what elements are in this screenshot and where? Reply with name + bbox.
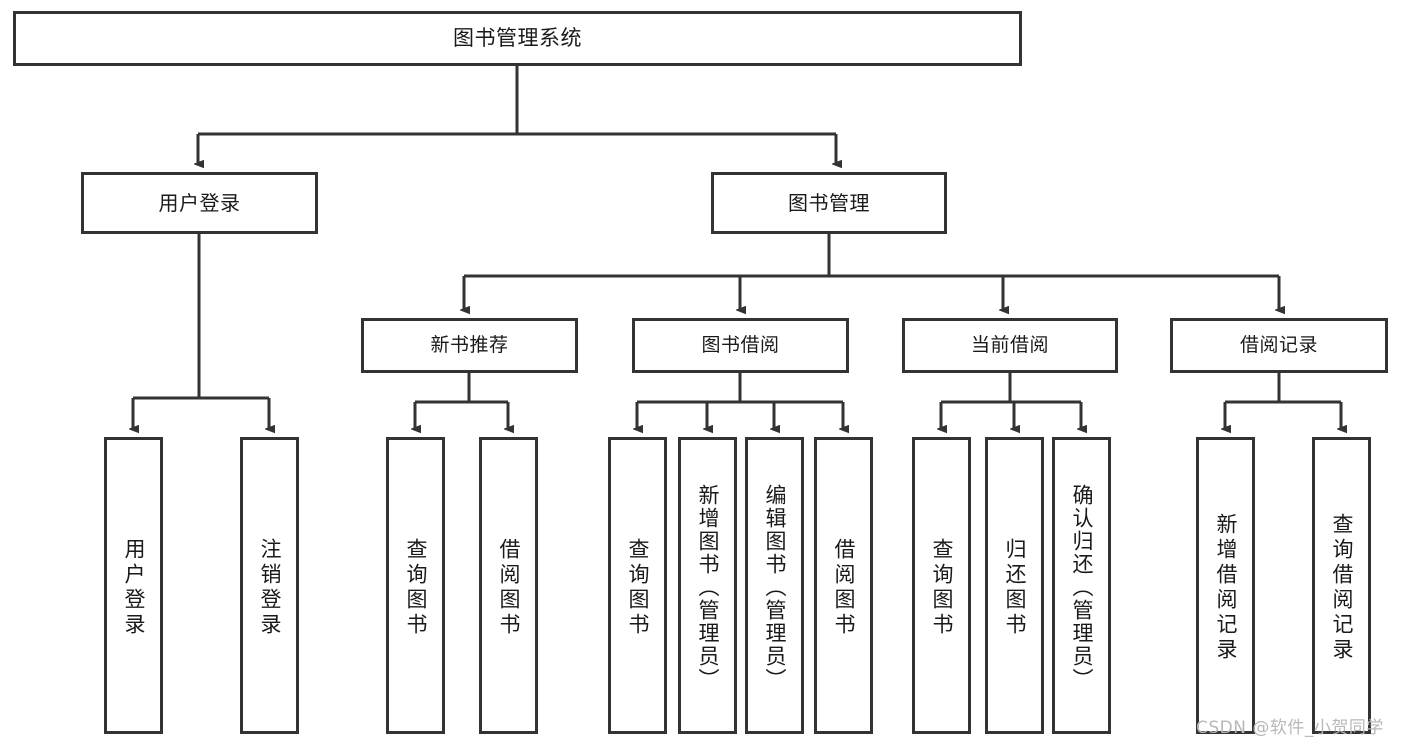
node-leaf-add-book[interactable]: 新增图书（管理员） (678, 437, 737, 734)
node-leaf-query-record-label: 查询借阅记录 (1330, 512, 1354, 663)
node-borrow-record[interactable]: 借阅记录 (1170, 318, 1388, 373)
node-leaf-query-book-2[interactable]: 查询图书 (608, 437, 667, 734)
node-leaf-return-book[interactable]: 归还图书 (985, 437, 1044, 734)
node-leaf-query-record[interactable]: 查询借阅记录 (1312, 437, 1371, 734)
node-leaf-query-book-1-label: 查询图书 (404, 537, 428, 638)
node-leaf-add-record[interactable]: 新增借阅记录 (1196, 437, 1255, 734)
watermark: CSDN @软件_小贺同学 (1196, 718, 1384, 738)
node-leaf-query-book-3-label: 查询图书 (930, 537, 954, 638)
node-leaf-edit-book[interactable]: 编辑图书（管理员） (745, 437, 804, 734)
node-leaf-user-logout-label: 注销登录 (258, 537, 282, 638)
node-leaf-borrow-book-1[interactable]: 借阅图书 (479, 437, 538, 734)
node-root-label: 图书管理系统 (453, 25, 582, 50)
node-leaf-query-book-1[interactable]: 查询图书 (386, 437, 445, 734)
node-current-borrow[interactable]: 当前借阅 (902, 318, 1118, 373)
node-new-book-rec[interactable]: 新书推荐 (361, 318, 578, 373)
node-leaf-borrow-book-2[interactable]: 借阅图书 (814, 437, 873, 734)
node-new-book-rec-label: 新书推荐 (430, 333, 509, 356)
node-leaf-confirm-return-label: 确认归还（管理员） (1070, 484, 1094, 691)
node-leaf-user-login-label: 用户登录 (122, 537, 146, 638)
node-leaf-query-book-2-label: 查询图书 (626, 537, 650, 638)
node-book-borrow-label: 图书借阅 (701, 333, 780, 356)
node-leaf-query-book-3[interactable]: 查询图书 (912, 437, 971, 734)
node-leaf-confirm-return[interactable]: 确认归还（管理员） (1052, 437, 1111, 734)
node-leaf-add-book-label: 新增图书（管理员） (696, 484, 720, 691)
node-leaf-user-logout[interactable]: 注销登录 (240, 437, 299, 734)
node-user-login-label: 用户登录 (158, 190, 241, 215)
node-book-manage[interactable]: 图书管理 (711, 172, 947, 234)
node-leaf-user-login[interactable]: 用户登录 (104, 437, 163, 734)
node-leaf-borrow-book-1-label: 借阅图书 (497, 537, 521, 638)
node-leaf-borrow-book-2-label: 借阅图书 (832, 537, 856, 638)
node-leaf-edit-book-label: 编辑图书（管理员） (763, 484, 787, 691)
node-user-login[interactable]: 用户登录 (81, 172, 318, 234)
node-root[interactable]: 图书管理系统 (13, 11, 1022, 66)
node-book-borrow[interactable]: 图书借阅 (632, 318, 849, 373)
node-book-manage-label: 图书管理 (788, 190, 870, 215)
node-borrow-record-label: 借阅记录 (1239, 333, 1318, 356)
node-leaf-return-book-label: 归还图书 (1003, 537, 1027, 638)
node-leaf-add-record-label: 新增借阅记录 (1214, 512, 1238, 663)
node-current-borrow-label: 当前借阅 (970, 333, 1049, 356)
